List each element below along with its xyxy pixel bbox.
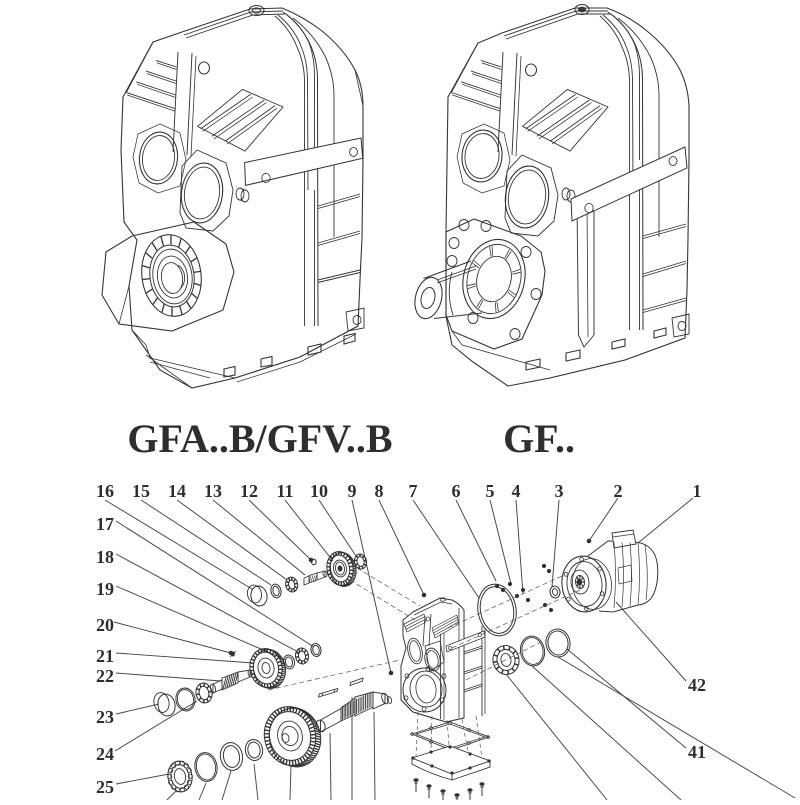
- svg-text:4: 4: [512, 481, 521, 501]
- svg-text:7: 7: [409, 481, 418, 501]
- svg-text:1: 1: [693, 481, 702, 501]
- svg-text:11: 11: [276, 481, 293, 501]
- svg-text:14: 14: [168, 481, 186, 501]
- svg-text:25: 25: [96, 777, 114, 797]
- svg-text:9: 9: [348, 481, 357, 501]
- svg-text:8: 8: [375, 481, 384, 501]
- svg-text:3: 3: [555, 481, 564, 501]
- svg-text:23: 23: [96, 707, 114, 727]
- svg-text:17: 17: [96, 514, 114, 534]
- svg-text:6: 6: [452, 481, 461, 501]
- svg-text:13: 13: [204, 481, 222, 501]
- svg-text:5: 5: [486, 481, 495, 501]
- svg-text:10: 10: [310, 481, 328, 501]
- svg-text:19: 19: [96, 579, 114, 599]
- svg-text:18: 18: [96, 547, 114, 567]
- svg-text:20: 20: [96, 615, 114, 635]
- svg-text:12: 12: [240, 481, 258, 501]
- svg-text:22: 22: [96, 666, 114, 686]
- svg-text:21: 21: [96, 646, 114, 666]
- svg-text:42: 42: [688, 675, 706, 695]
- svg-text:GFA..B/GFV..B: GFA..B/GFV..B: [127, 416, 392, 461]
- svg-text:24: 24: [96, 744, 114, 764]
- svg-text:41: 41: [688, 742, 706, 762]
- svg-text:GF..: GF..: [503, 416, 575, 461]
- svg-text:16: 16: [96, 481, 114, 501]
- svg-text:15: 15: [132, 481, 150, 501]
